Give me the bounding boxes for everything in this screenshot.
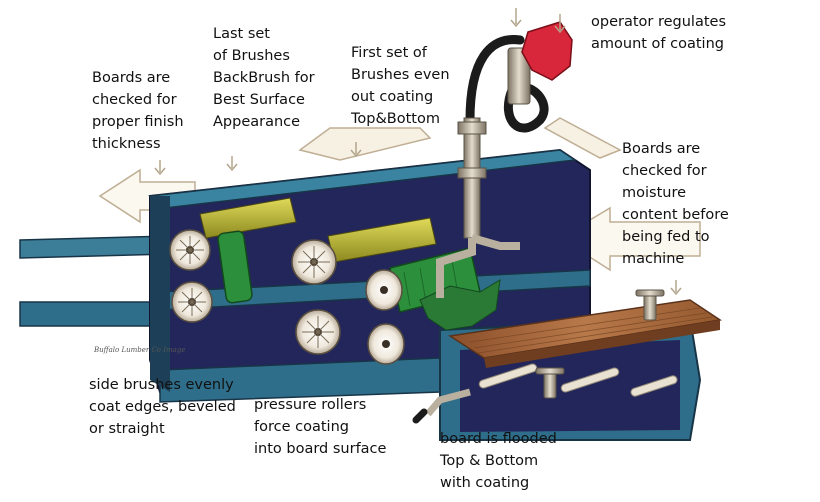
- side-brushes-label: side brushes evenly coat edges, beveled …: [89, 377, 236, 437]
- pressure-roller: [367, 323, 405, 365]
- tray-roller: [478, 363, 538, 389]
- side-valves: [535, 289, 665, 399]
- finish-check-label: Boards are checked for proper finish thi…: [92, 70, 184, 152]
- feed-direction-arrows: [98, 117, 701, 272]
- top-right-arrow-icon: [543, 117, 622, 159]
- last-brush-top: [199, 197, 297, 239]
- tray-roller: [630, 375, 678, 397]
- roller: [291, 239, 337, 285]
- lower-rail: [19, 235, 171, 327]
- flooded-label: board is flooded Top & Bottom with coati…: [440, 431, 557, 491]
- hose-loop: [503, 83, 549, 133]
- pressure-roller: [365, 269, 403, 311]
- last-brushes-label: Last set of Brushes BackBrush for Best S…: [213, 26, 315, 130]
- side-brush-left: [217, 230, 253, 304]
- roller: [295, 309, 341, 355]
- roller: [169, 229, 211, 271]
- pressure-rollers-label: pressure rollers force coating into boar…: [254, 397, 387, 457]
- right-in-arrow-icon: [558, 206, 701, 272]
- rollers: [169, 229, 405, 365]
- small-down-arrows: [154, 8, 682, 296]
- operator-label: operator regulates amount of coating: [591, 14, 727, 52]
- image-credit: Buffalo Lumber Co Image: [94, 346, 186, 354]
- drain-pipe: [412, 388, 471, 424]
- first-brushes-label: First set of Brushes even out coating To…: [351, 45, 450, 127]
- tray-roller: [560, 367, 620, 393]
- coating-supply: [436, 35, 549, 298]
- top-diagonal-arrow-icon: [298, 127, 432, 161]
- roller: [171, 281, 213, 323]
- operator-hand-icon: [521, 21, 573, 81]
- moisture-check-label: Boards are checked for moisture content …: [622, 141, 729, 267]
- valve-body: [507, 47, 531, 105]
